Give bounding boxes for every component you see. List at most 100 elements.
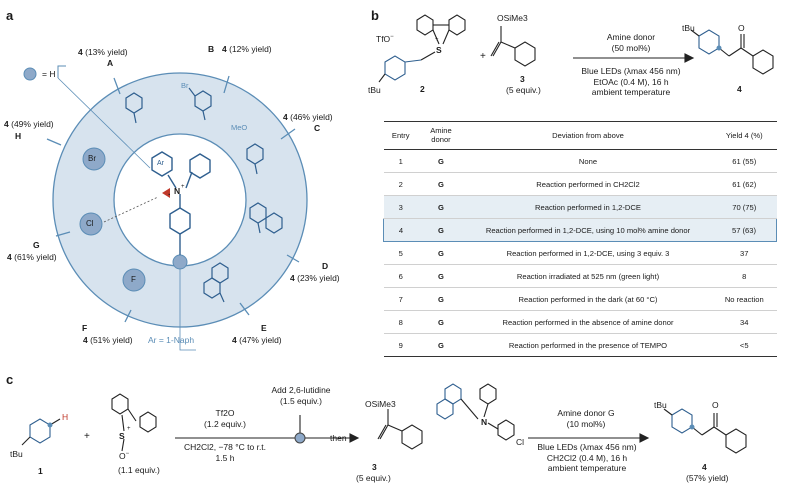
radical-dot: · bbox=[168, 189, 171, 199]
site-d-yield: 4 (23% yield) bbox=[290, 273, 340, 283]
header-entry: Entry bbox=[383, 121, 418, 150]
nitrogen-label: N bbox=[174, 186, 181, 196]
b-reagent-3-label: 3 bbox=[520, 74, 525, 84]
site-a-letter: A bbox=[107, 58, 114, 68]
panel-label-b: b bbox=[371, 8, 379, 23]
b-conditions-top: Amine donor(50 mol%) bbox=[606, 32, 656, 53]
cl-bubble-label: Cl bbox=[86, 219, 94, 228]
table-cell-donor: G bbox=[418, 195, 464, 219]
panel-label-a: a bbox=[6, 8, 14, 23]
site-b-letter: B bbox=[208, 44, 215, 54]
table-cell-yield: 61 (62) bbox=[712, 172, 777, 196]
table-cell-deviation: Reaction performed in 1,2-DCE, using 3 e… bbox=[464, 241, 712, 265]
central-amine bbox=[151, 151, 211, 255]
c-addition-marker bbox=[294, 432, 306, 444]
c-tbu-label: tBu bbox=[10, 449, 23, 459]
c-addition: Add 2,6-lutidine(1.5 equiv.) bbox=[271, 385, 331, 406]
br-bubble-label: Br bbox=[88, 154, 96, 163]
ar-attach-bubble bbox=[172, 254, 188, 270]
site-c-yield: 4 (46% yield) bbox=[283, 112, 333, 122]
table-cell-entry: 8 bbox=[383, 310, 418, 334]
table-cell-yield: 34 bbox=[712, 310, 777, 334]
table-cell-entry: 4 bbox=[383, 218, 418, 242]
table-cell-deviation: Reaction performed in the presence of TE… bbox=[464, 333, 712, 357]
c-product-yield: (57% yield) bbox=[686, 473, 729, 483]
site-f-letter: F bbox=[82, 323, 88, 333]
header-amine-donor: Amine donor bbox=[418, 121, 464, 150]
ar-note: Ar = 1-Naph bbox=[148, 335, 195, 345]
br-substituent: Br bbox=[181, 81, 189, 90]
site-e-letter: E bbox=[261, 323, 267, 333]
c-then: then bbox=[330, 433, 347, 443]
table-cell-entry: 1 bbox=[383, 149, 418, 173]
b-reagent-3-equiv: (5 equiv.) bbox=[506, 85, 541, 95]
legend-arrow bbox=[57, 65, 66, 78]
table-cell-donor: G bbox=[418, 264, 464, 288]
table-cell-entry: 5 bbox=[383, 241, 418, 265]
site-h-yield: 4 (49% yield) bbox=[4, 119, 54, 129]
radial-ticks bbox=[46, 75, 300, 323]
table-cell-entry: 6 bbox=[383, 264, 418, 288]
table-cell-donor: G bbox=[418, 333, 464, 357]
table-cell-yield: 37 bbox=[712, 241, 777, 265]
c-step2-top: Amine donor G(10 mol%) bbox=[557, 408, 615, 429]
c-sulfoxide-equiv: (1.1 equiv.) bbox=[118, 465, 160, 475]
br-bubble bbox=[82, 147, 106, 171]
optimization-table: Entry Amine donor Deviation from above Y… bbox=[383, 121, 777, 357]
table-cell-entry: 7 bbox=[383, 287, 418, 311]
b-product-label: 4 bbox=[737, 84, 742, 94]
site-h-letter: H bbox=[15, 131, 22, 141]
table-cell-donor: G bbox=[418, 310, 464, 334]
site-g-yield: 4 (61% yield) bbox=[7, 252, 57, 262]
b-product-oxygen: O bbox=[738, 23, 745, 33]
b-osime3: OSiMe3 bbox=[497, 13, 528, 23]
c-sulfoxide-o: O− bbox=[119, 450, 130, 461]
c-step2-bottom: Blue LEDs (λmax 456 nm)CH2Cl2 (0.4 M), 1… bbox=[537, 442, 637, 474]
cl-bubble bbox=[79, 212, 103, 236]
panel-b-scheme bbox=[378, 14, 774, 83]
b-product-tbu: tBu bbox=[682, 23, 695, 33]
site-b-yield: 4 (12% yield) bbox=[222, 44, 272, 54]
meo-substituent: MeO bbox=[231, 123, 248, 132]
table-cell-donor: G bbox=[418, 218, 464, 242]
table-cell-deviation: Reaction performed in 1,2-DCE, using 10 … bbox=[464, 218, 712, 242]
c-reagent-3-label: 3 bbox=[372, 462, 377, 472]
dashed-bond bbox=[103, 196, 159, 223]
c-product-tbu: tBu bbox=[654, 400, 667, 410]
c-amine-cl: Cl bbox=[516, 437, 525, 447]
table-cell-entry: 9 bbox=[383, 333, 418, 357]
b-sulfonium-charge: + bbox=[435, 37, 439, 43]
table-cell-deviation: Reaction performed in the absence of ami… bbox=[464, 310, 712, 334]
table-cell-donor: G bbox=[418, 241, 464, 265]
c-substrate-1-label: 1 bbox=[38, 466, 43, 476]
b-reagent-2-label: 2 bbox=[420, 84, 425, 94]
site-e-yield: 4 (47% yield) bbox=[232, 335, 282, 345]
nitrogen-charge: + bbox=[181, 184, 185, 190]
ar-label: Ar bbox=[157, 160, 164, 167]
aryl-sketches bbox=[125, 87, 283, 303]
product-b-highlight bbox=[716, 45, 722, 51]
b-conditions-bottom: Blue LEDs (λmax 456 nm)EtOAc (0.4 M), 16… bbox=[581, 66, 681, 98]
panel-c-scheme bbox=[21, 383, 747, 454]
c-amine-n: N bbox=[481, 417, 488, 427]
c-plus: + bbox=[84, 431, 90, 442]
f-bubble bbox=[122, 268, 146, 292]
table-cell-donor: G bbox=[418, 287, 464, 311]
table-cell-entry: 2 bbox=[383, 172, 418, 196]
legend-bubble bbox=[23, 67, 37, 81]
table-cell-deviation: Reaction performed in 1,2-DCE bbox=[464, 195, 712, 219]
legend-label: = H bbox=[42, 69, 56, 79]
site-g-letter: G bbox=[33, 240, 40, 250]
b-tbu-label: tBu bbox=[368, 85, 381, 95]
f-bubble-label: F bbox=[131, 275, 136, 284]
site-d-letter: D bbox=[322, 261, 329, 271]
